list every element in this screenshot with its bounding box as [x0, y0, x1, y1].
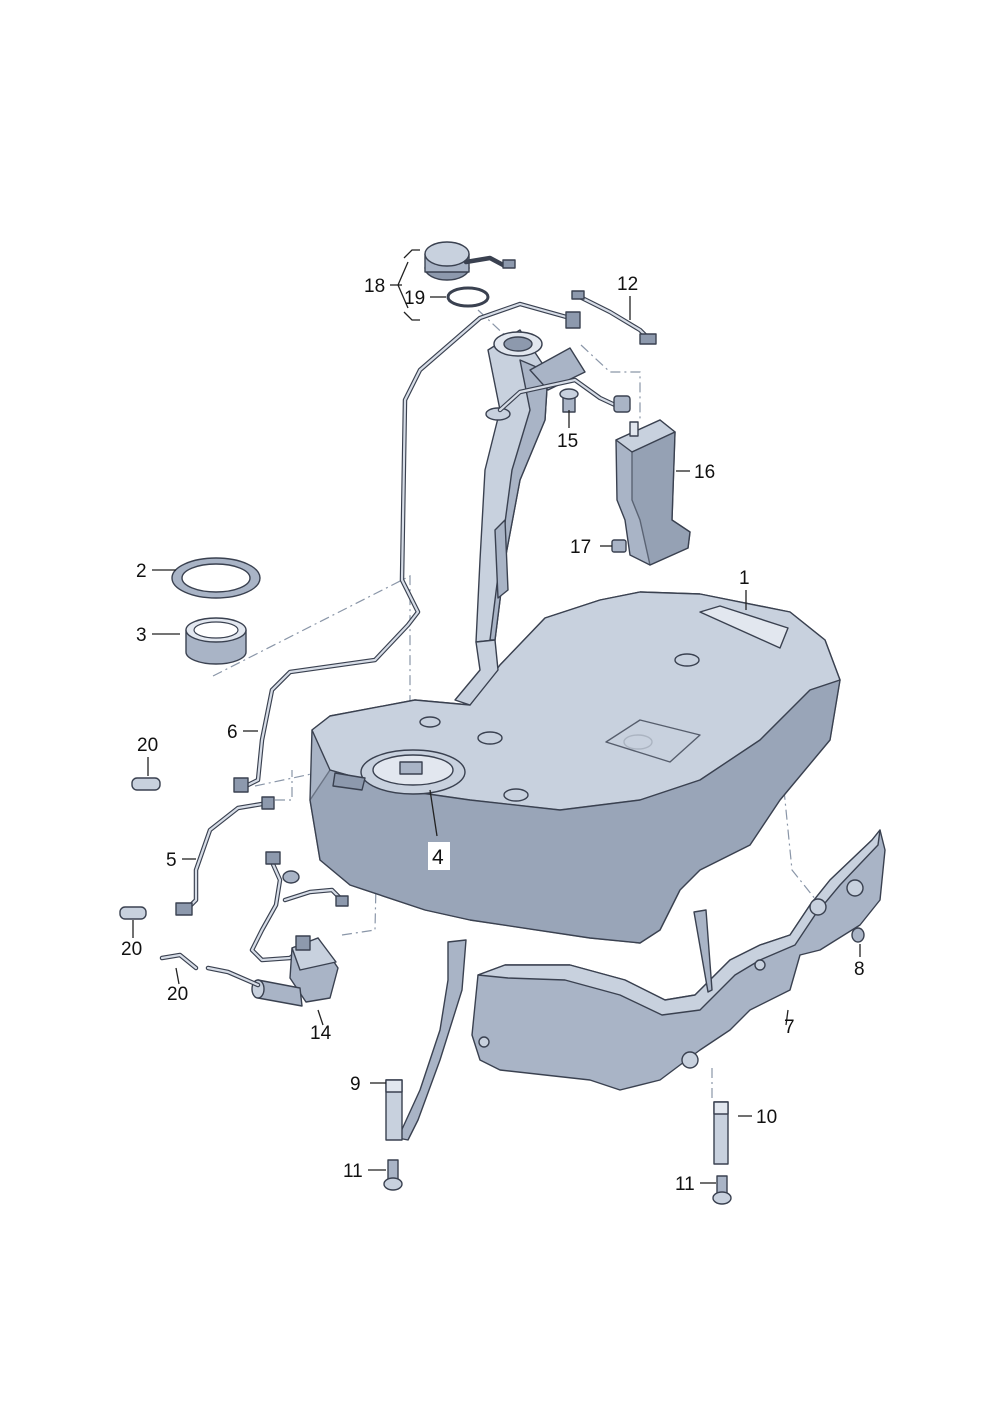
- retaining-strap-left: [385, 939, 467, 1141]
- fuel-tank: [309, 591, 841, 944]
- callout-17: 17: [570, 537, 591, 558]
- breather-line: [497, 377, 631, 413]
- washer-8: [851, 927, 865, 943]
- leader-lines: [132, 249, 861, 1184]
- nut-17: [611, 539, 627, 553]
- bolt-15: [559, 388, 579, 413]
- callout-6: 6: [227, 722, 238, 743]
- callout-4: 4: [432, 846, 444, 869]
- fuel-line-6: [233, 301, 581, 793]
- callout-16: 16: [694, 462, 715, 483]
- callout-11-left: 11: [343, 1161, 363, 1182]
- callout-5: 5: [166, 850, 177, 871]
- bolt-11-left: [383, 1159, 403, 1191]
- callout-2: 2: [136, 561, 147, 582]
- callout-7: 7: [784, 1017, 795, 1038]
- callout-20-bottom: 20: [167, 984, 188, 1005]
- callout-8: 8: [854, 959, 865, 980]
- callout-14: 14: [310, 1023, 332, 1044]
- flange-ring: [171, 557, 261, 599]
- callout-1: 1: [739, 568, 750, 589]
- filler-neck: [454, 329, 586, 706]
- fuel-delivery-unit: [205, 851, 349, 1007]
- callout-labels: 1 2 3 4 5 6 7 8 9 10 11 11 12 14 15 16 1…: [121, 274, 865, 1195]
- callout-10: 10: [756, 1107, 777, 1128]
- callout-18: 18: [364, 276, 385, 297]
- callout-9: 9: [350, 1074, 361, 1095]
- callout-12: 12: [617, 274, 638, 295]
- fuel-line-5: [175, 796, 275, 916]
- callout-15: 15: [557, 431, 578, 452]
- hose-pieces: [119, 777, 199, 971]
- seal-ring: [446, 286, 490, 308]
- callout-3: 3: [136, 625, 147, 646]
- charcoal-canister: [615, 419, 691, 566]
- callout-11-right: 11: [675, 1174, 695, 1195]
- sensor-wire: [571, 290, 657, 345]
- retaining-strap-right: [693, 909, 729, 1165]
- fuel-cap: [424, 241, 516, 281]
- heat-shield: [471, 829, 886, 1091]
- bolt-11-right: [712, 1175, 732, 1205]
- locking-ring: [185, 617, 247, 665]
- callout-20-top: 20: [137, 735, 158, 756]
- callout-20-middle: 20: [121, 939, 142, 960]
- callout-19: 19: [404, 288, 425, 309]
